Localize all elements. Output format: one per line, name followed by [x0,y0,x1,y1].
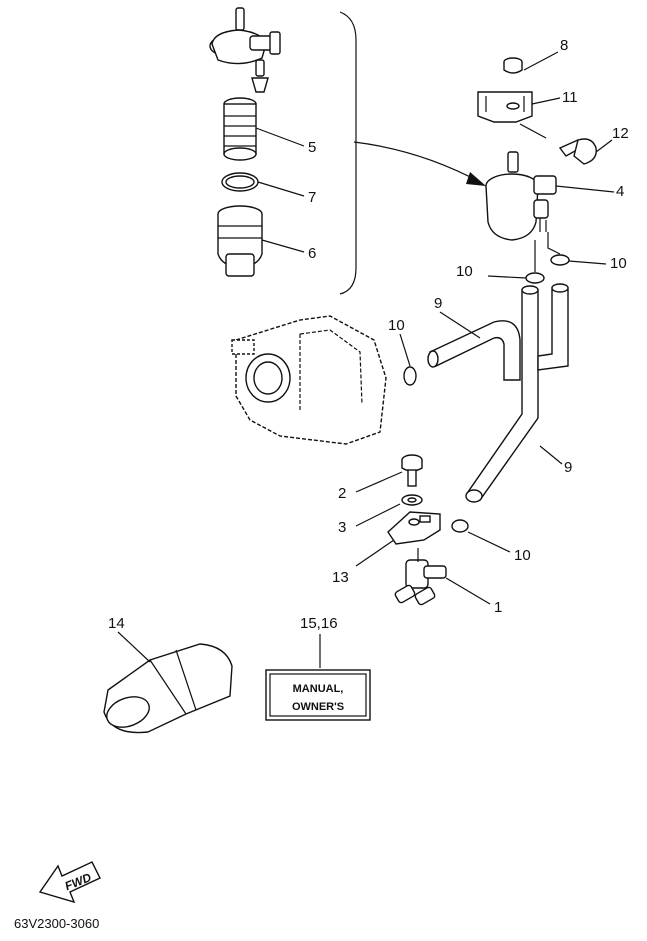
manual-label-line2: OWNER'S [292,701,344,713]
filter-cap-assembly [209,7,281,93]
fuel-joint [394,548,447,606]
callout-10-carb: 10 [388,317,405,334]
hose-clip-carb [403,366,417,386]
callout-9-upper: 9 [434,295,442,312]
callout-2: 2 [338,485,346,502]
fuel-hose-lower [465,283,569,503]
hose-clip-right [550,254,570,266]
callout-8: 8 [560,37,568,54]
callout-10-left: 10 [456,263,473,280]
callout-11: 11 [562,89,578,106]
manual-label-line1: MANUAL, [293,683,344,695]
callout-13: 13 [332,569,349,586]
assembly-arrow-head [466,172,486,186]
mount-bracket [477,91,533,123]
owners-manual [265,669,371,721]
callout-15-16: 15,16 [300,615,338,632]
hose-clip-left [525,272,545,284]
leader-lines [117,51,615,668]
hose-clip-joint [451,519,469,533]
o-ring [221,172,259,192]
callout-3: 3 [338,519,346,536]
filter-cup [217,205,263,277]
fwd-arrow-icon [38,861,101,904]
assembly-arrow [353,141,481,183]
bolt [558,138,597,165]
fuel-filter-assembly [485,151,557,241]
callout-12: 12 [612,125,629,142]
joint-bracket [387,511,441,545]
group-bracket [339,11,357,295]
callout-4: 4 [616,183,624,200]
callout-10-joint: 10 [514,547,531,564]
callout-14: 14 [108,615,125,632]
callout-10-right: 10 [610,255,627,272]
nut [503,57,523,74]
screw [401,454,423,487]
callout-1: 1 [494,599,502,616]
fuel-hose-upper [427,320,521,381]
protective-cover [103,643,233,734]
drawing-code: 63V2300-3060 [14,916,99,931]
callout-7: 7 [308,189,316,206]
callout-9-lower: 9 [564,459,572,476]
filter-element [223,97,257,161]
hose-link-right [547,232,561,255]
carburetor [231,315,387,445]
callout-6: 6 [308,245,316,262]
washer [401,494,423,506]
callout-5: 5 [308,139,316,156]
